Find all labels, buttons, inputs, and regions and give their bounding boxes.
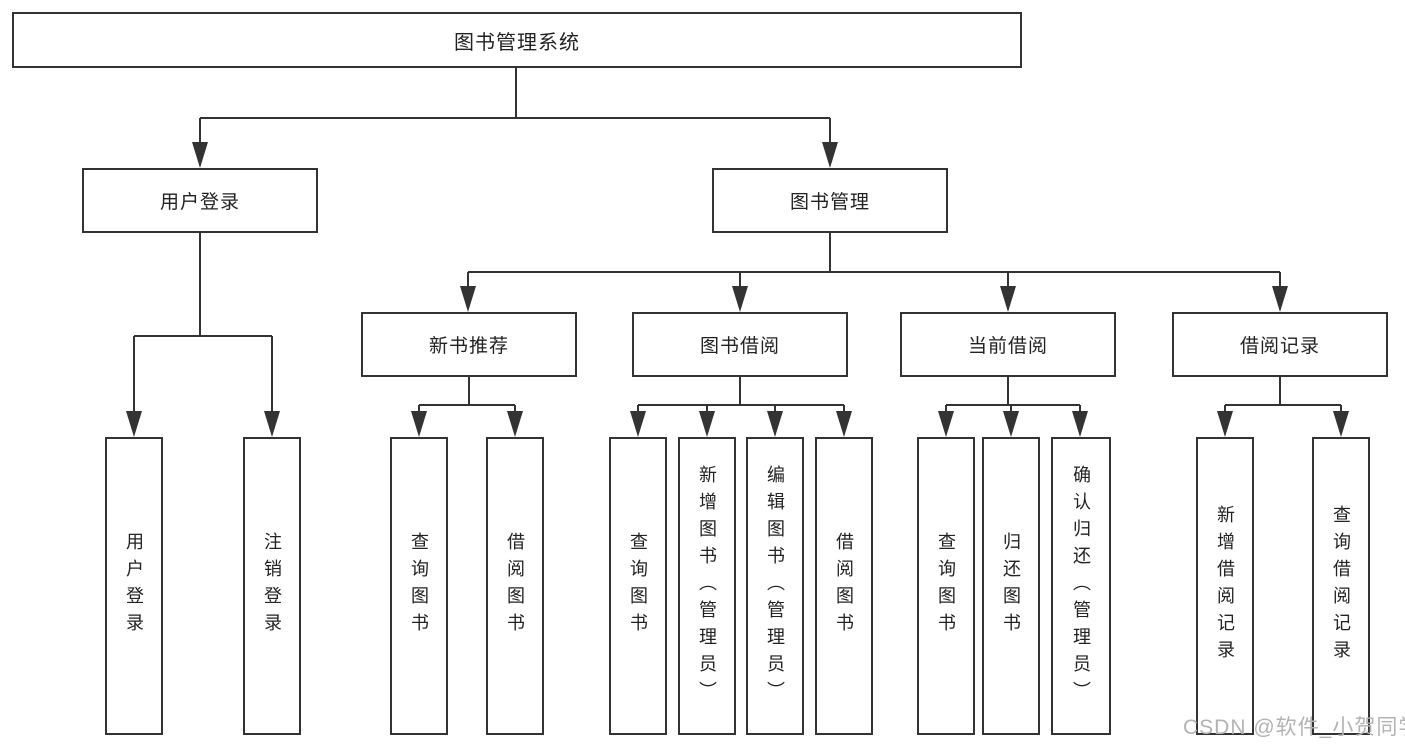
leaf-nb-borrow-books: 借阅图书	[486, 437, 544, 735]
node-user-login: 用户登录	[82, 168, 318, 233]
node-current-borrowing: 当前借阅	[900, 312, 1116, 377]
leaf-bb-query-books: 查询图书	[609, 437, 667, 735]
leaf-logout: 注销登录	[243, 437, 301, 735]
connector-book-borrowing-to-leaves	[630, 377, 852, 437]
leaf-cb-confirm-return-admin: 确认归还（管理员）	[1051, 437, 1111, 735]
connector-current-borrowing-to-leaves	[938, 377, 1088, 437]
connector-book-management-to-level3	[460, 233, 1288, 312]
leaf-nb-query-books: 查询图书	[390, 437, 448, 735]
connector-root-to-level2	[192, 68, 838, 168]
node-borrowing-records: 借阅记录	[1172, 312, 1388, 377]
leaf-cb-query-books: 查询图书	[917, 437, 975, 735]
connector-user-login-to-leaves	[126, 233, 280, 437]
node-new-book-recommend: 新书推荐	[361, 312, 577, 377]
node-root: 图书管理系统	[12, 12, 1022, 68]
connector-borrowing-records-to-leaves	[1217, 377, 1349, 437]
leaf-br-add-record: 新增借阅记录	[1196, 437, 1254, 735]
leaf-bb-add-books-admin: 新增图书（管理员）	[678, 437, 736, 735]
node-book-management: 图书管理	[712, 168, 948, 233]
leaf-cb-return-books: 归还图书	[982, 437, 1040, 735]
leaf-br-query-record: 查询借阅记录	[1312, 437, 1370, 735]
leaf-user-login: 用户登录	[105, 437, 163, 735]
node-book-borrowing: 图书借阅	[632, 312, 848, 377]
connector-new-book-recommend-to-leaves	[411, 377, 523, 437]
watermark: CSDN @软件_小贺同学	[1183, 716, 1405, 739]
leaf-bb-borrow-books: 借阅图书	[815, 437, 873, 735]
leaf-bb-edit-books-admin: 编辑图书（管理员）	[746, 437, 804, 735]
